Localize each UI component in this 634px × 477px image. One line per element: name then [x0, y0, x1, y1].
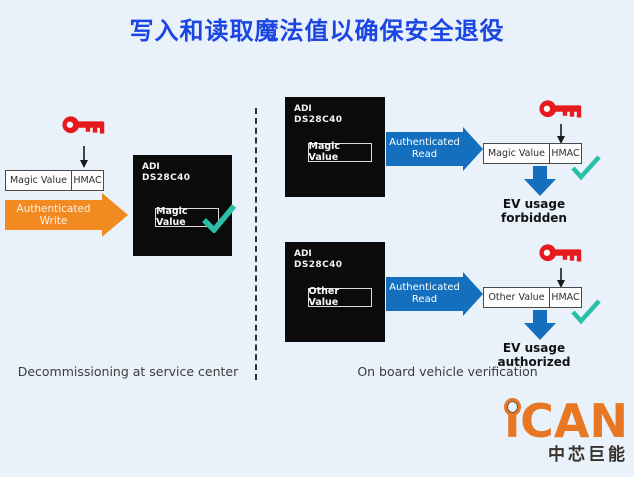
logo-wordmark: iCAN	[504, 394, 628, 448]
chip-part: DS28C40	[294, 115, 343, 126]
check-icon	[200, 203, 238, 237]
chip-ds28c40: ADI DS28C40 Other Value	[285, 242, 385, 342]
big-down-arrow-icon	[524, 310, 556, 344]
payload-hmac: HMAC	[73, 175, 102, 186]
payload-box: Magic Value HMAC	[483, 143, 582, 164]
chip-part: DS28C40	[294, 260, 343, 271]
key-icon	[62, 113, 106, 144]
chip-vendor: ADI	[294, 104, 312, 114]
authenticated-read-arrow: Authenticated Read	[386, 127, 483, 171]
payload-box: Magic Value HMAC	[5, 170, 104, 191]
write-arrow-label: Authenticated Write	[5, 200, 102, 230]
key-icon	[539, 97, 583, 128]
big-down-arrow-icon	[524, 166, 556, 200]
payload-hmac: HMAC	[551, 292, 580, 303]
authenticated-write-arrow: Authenticated Write	[5, 193, 128, 237]
check-icon	[570, 155, 602, 184]
down-arrow-icon	[79, 146, 89, 172]
chip-ds28c40: ADI DS28C40 Magic Value	[133, 155, 232, 256]
arrow-head	[463, 272, 483, 316]
payload-box: Other Value HMAC	[483, 287, 582, 308]
authenticated-read-arrow: Authenticated Read	[386, 272, 483, 316]
dashed-divider	[255, 108, 257, 380]
chip-value-box: Other Value	[307, 286, 372, 308]
result-label: EV usage forbidden	[501, 197, 567, 225]
chip-ds28c40: ADI DS28C40 Magic Value	[285, 97, 385, 197]
logo-text: iCAN	[504, 398, 628, 444]
chip-value-box: Magic Value	[155, 206, 219, 228]
chip-part: DS28C40	[142, 173, 191, 184]
chip-vendor: ADI	[294, 249, 312, 259]
key-icon	[539, 241, 583, 272]
payload-hmac: HMAC	[551, 148, 580, 159]
result-label: EV usage authorized	[497, 341, 571, 369]
logo-subtitle: 中芯巨能	[548, 445, 628, 465]
read-arrow-label: Authenticated Read	[386, 277, 463, 311]
page-title: 写入和读取魔法值以确保安全退役	[129, 17, 505, 45]
section-caption-left: Decommissioning at service center	[17, 364, 239, 379]
chip-value-box: Magic Value	[307, 141, 372, 163]
read-arrow-label: Authenticated Read	[386, 132, 463, 166]
check-icon	[570, 299, 602, 328]
arrow-head	[102, 193, 128, 237]
logo: iCAN 中芯巨能	[488, 398, 628, 465]
chip-vendor: ADI	[142, 162, 160, 172]
down-arrow-icon	[556, 268, 566, 292]
payload-value: Magic Value	[484, 144, 550, 163]
arrow-head	[463, 127, 483, 171]
down-arrow-icon	[556, 124, 566, 148]
section-caption-right: On board vehicle verification	[357, 364, 538, 379]
payload-value: Magic Value	[6, 171, 72, 190]
payload-value: Other Value	[484, 288, 550, 307]
logo-ring-icon	[504, 398, 522, 416]
